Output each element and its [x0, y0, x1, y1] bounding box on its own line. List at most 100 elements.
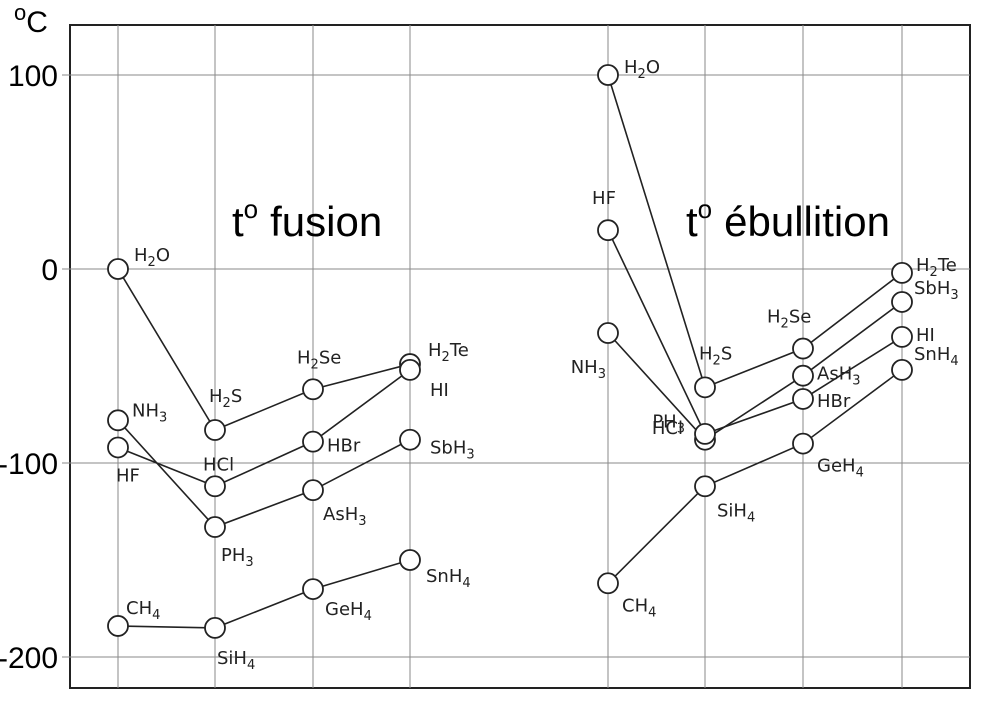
point-label: NH3 — [571, 357, 606, 382]
point-label: HBr — [817, 391, 851, 412]
data-point — [891, 261, 913, 284]
point-label-formula: HI — [430, 380, 449, 401]
point-label: PH3 — [221, 545, 254, 570]
panel-title-text: fusion — [270, 198, 382, 245]
data-point — [792, 364, 814, 387]
point-label-formula: SbH — [430, 438, 466, 459]
point-label-suffix: Se — [319, 347, 342, 368]
point-label-formula: H — [134, 245, 148, 266]
data-point — [302, 430, 324, 453]
point-label-subscript: 3 — [358, 514, 366, 529]
point-label-subscript: 2 — [311, 357, 319, 372]
data-point — [399, 428, 421, 451]
point-label: GeH4 — [325, 599, 372, 624]
y-tick-label: -200 — [0, 642, 58, 675]
point-label-subscript: 4 — [364, 609, 372, 624]
point-label: SbH3 — [430, 438, 475, 463]
panel-title-degree: o — [698, 194, 712, 224]
unit-letter: C — [26, 6, 48, 39]
point-label-formula: H — [624, 57, 638, 78]
series-line — [117, 559, 411, 629]
point-label: H2O — [134, 245, 170, 270]
point-label: CH4 — [622, 595, 656, 620]
data-point — [694, 475, 716, 498]
point-label: H2Te — [428, 340, 469, 365]
plot-frame — [69, 24, 971, 689]
point-label-formula: NH — [571, 357, 598, 378]
point-label-formula: HCl — [652, 418, 683, 439]
point-label-formula: HF — [592, 188, 616, 209]
point-label: GeH4 — [817, 456, 864, 481]
point-label-formula: H — [699, 343, 713, 364]
point-label-formula: PH — [652, 412, 676, 433]
point-label-suffix: Te — [449, 340, 469, 361]
point-label-subscript: 4 — [856, 466, 864, 481]
point-label-formula: HBr — [817, 391, 851, 412]
point-label-subscript: 3 — [852, 374, 860, 389]
data-point — [694, 376, 716, 399]
point-label-formula: PH — [221, 545, 245, 566]
data-point — [399, 549, 421, 571]
data-point — [107, 436, 129, 459]
series-line — [117, 369, 411, 488]
point-label-subscript: 4 — [648, 605, 656, 620]
point-label-formula: HF — [116, 465, 140, 486]
point-label-formula: H — [916, 255, 930, 276]
point-label-subscript: 2 — [442, 350, 450, 365]
point-label-suffix: S — [721, 343, 732, 364]
point-label-formula: CH — [622, 595, 648, 616]
data-point — [302, 479, 324, 502]
point-label: SiH4 — [217, 648, 255, 673]
point-label-subscript: 2 — [930, 265, 938, 280]
data-point — [694, 422, 716, 445]
point-label: HI — [916, 325, 935, 346]
point-label: H2Se — [297, 347, 341, 372]
point-label-formula: H — [209, 386, 223, 407]
data-point — [792, 432, 814, 455]
point-label: AsH3 — [323, 504, 367, 529]
point-label: PH3 — [652, 412, 685, 437]
y-tick-label: -100 — [0, 448, 58, 481]
point-label: H2Te — [916, 255, 957, 280]
series-line — [117, 268, 411, 432]
point-label: H2S — [699, 343, 732, 368]
y-tick-label: 100 — [8, 60, 58, 93]
point-label-subscript: 2 — [148, 255, 156, 270]
point-label-formula: CH — [126, 598, 152, 619]
panel-title-text: ébullition — [724, 198, 890, 245]
data-point — [107, 409, 129, 432]
series-line — [607, 369, 903, 584]
point-label: HCl — [203, 454, 234, 475]
data-point — [204, 475, 226, 498]
point-label-formula: HCl — [203, 454, 234, 475]
point-label-formula: NH — [132, 400, 159, 421]
point-label: HF — [592, 188, 616, 209]
point-label: HBr — [327, 436, 361, 457]
data-point — [399, 358, 421, 381]
data-point — [597, 572, 619, 595]
data-point — [107, 615, 129, 637]
point-label-suffix: O — [156, 245, 170, 266]
point-label-formula: H — [297, 347, 311, 368]
y-tick-label: 0 — [41, 254, 58, 287]
series-line — [607, 229, 903, 435]
data-point — [891, 358, 913, 381]
point-label-formula: SbH — [914, 278, 950, 299]
point-label-formula: SnH — [426, 566, 462, 587]
point-label-formula: GeH — [325, 599, 364, 620]
point-label-formula: SnH — [914, 344, 950, 365]
point-label-subscript: 2 — [781, 317, 789, 332]
point-label-subscript: 3 — [466, 448, 474, 463]
point-label-suffix: O — [646, 57, 660, 78]
point-label-formula: HI — [916, 325, 935, 346]
point-label: SnH4 — [426, 566, 471, 591]
point-label-formula: SiH — [217, 648, 247, 669]
data-point — [107, 258, 129, 280]
point-label-subscript: 4 — [747, 510, 755, 525]
data-point — [597, 322, 619, 344]
data-point — [204, 617, 226, 639]
point-label-subscript: 3 — [245, 555, 253, 570]
point-label: HI — [430, 380, 449, 401]
panel-title-t: t — [686, 198, 698, 245]
